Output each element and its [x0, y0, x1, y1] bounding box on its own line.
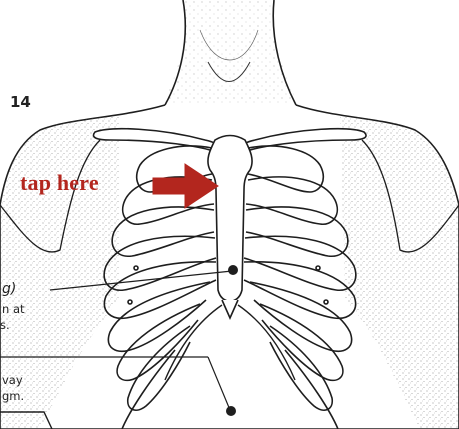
side-label-4: vay — [2, 373, 23, 387]
tap-here-label: tap here — [20, 170, 99, 195]
point-marker-upper — [228, 265, 238, 275]
side-label-2: n at — [2, 302, 25, 316]
sternum — [208, 136, 252, 319]
neck — [162, 0, 300, 105]
right-rib-cage — [244, 146, 356, 429]
side-label-1: g) — [2, 282, 16, 296]
leader-line-lower-diagonal — [208, 357, 230, 410]
point-marker-lower — [226, 406, 236, 416]
side-label-5: gm. — [2, 389, 24, 403]
right-arrow-icon — [153, 164, 218, 208]
page-number: 14 — [10, 93, 31, 111]
side-label-3: s. — [0, 318, 10, 332]
tap-here-callout: tap here — [20, 170, 99, 196]
